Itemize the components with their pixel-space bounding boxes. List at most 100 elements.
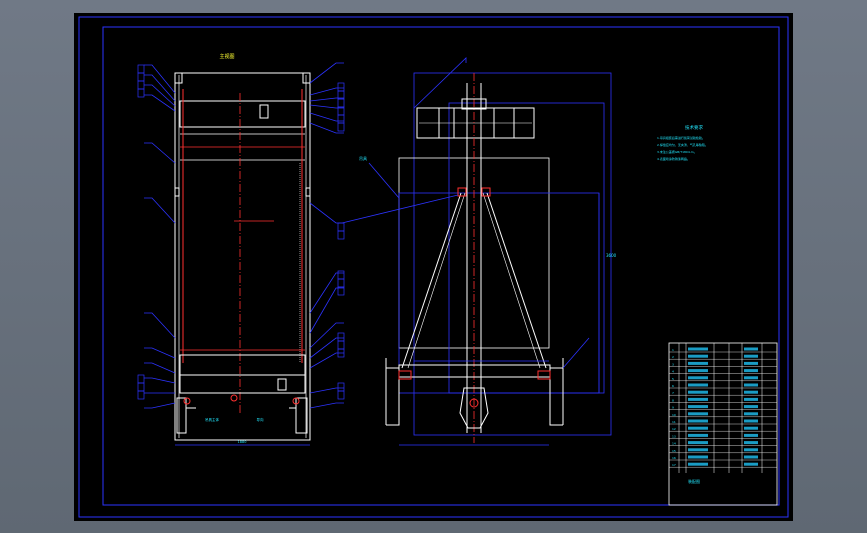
title-block-cell-text [688,405,708,409]
title-block-footer: 装配图 [688,478,700,484]
sling-right-b [482,192,541,369]
title-block-row-number: 12 [672,427,676,431]
title-block-cell-text [744,462,758,466]
dim-bottom-left: 1880 [238,440,247,444]
balloon-stack-left [137,64,345,400]
outline-inner [398,192,600,394]
title-block-cell-text [688,448,708,452]
title-block-row-number: 3 [672,362,674,366]
title-block-cell-text [744,441,758,445]
leaders-right [309,62,344,409]
notes-line: 2.焊缝应均匀，无夹渣、气孔等缺陷。 [657,142,708,147]
bottom-beam-base [179,374,306,394]
title-block-cell-text [744,390,758,394]
title-block-cell-text [744,419,758,423]
top-beam-slot [259,104,269,119]
side-view-label: 吊具 [359,155,367,161]
outer-border [78,16,789,518]
title-block-cell-text [688,361,708,365]
title-block-cell-text [744,369,758,373]
spreader-pad-right [537,370,551,380]
title-block-cell-text [744,448,758,452]
spreader-beam [398,364,551,378]
title-block-cell-text [744,426,758,430]
sling-right-a [486,192,547,369]
title-block-cell-text [688,426,708,430]
sling-block-left [457,187,467,197]
leaders-left [144,64,176,409]
title-block-row-number: 2 [672,355,674,359]
spreader-end-right [549,367,563,426]
bottom-slot [277,378,287,391]
technical-notes: 技术要求 1.吊具组装后需进行载荷试验检验。 2.焊缝应均匀，无夹渣、气孔等缺陷… [657,124,708,161]
title-block-cell-text [744,455,758,459]
title-block-row-number: 17 [672,463,676,467]
corner-top-left [174,72,183,84]
dim-right-vertical: 3600 [606,253,617,258]
title-block-row-number: 9 [672,406,674,410]
notes-heading: 技术要求 [685,124,703,131]
title-block-cell-text [688,455,708,459]
notes-line: 3.未注公差按GB/T1804-m。 [657,149,697,154]
leader-sling [341,194,459,224]
label-bottom-b: 导向 [257,417,265,422]
title-block-row-number: 16 [672,456,676,460]
title-block-row-number: 1 [672,348,674,352]
drawing-sheet: 主视图 [74,13,793,521]
guide-left [174,187,180,197]
title-block-cell-text [688,390,708,394]
leader-top [413,57,467,109]
title-block-cell-text [744,405,758,409]
title-block-row-number: 7 [672,391,674,395]
inner-border [102,26,780,506]
title-block-row-number: 15 [672,449,676,453]
title-block-cell-text [688,347,708,351]
mast-head [461,98,487,110]
title-block-cell-text [744,347,758,351]
title-block-row-number: 4 [672,370,674,374]
notes-line: 4.表面喷涂防锈漆两遍。 [657,156,690,161]
front-view: 主视图 [137,53,345,446]
title-block-row-number: 11 [672,420,676,424]
foot-left [176,397,196,434]
title-block-cell-text [688,354,708,358]
pin-center [230,394,238,402]
title-block-cell-text [744,376,758,380]
title-block-cell-text [744,361,758,365]
title-block-cell-text [744,383,758,387]
label-bottom-a: 吊具主体 [205,417,219,422]
guide-right [305,187,311,197]
title-block-row-number: 8 [672,398,674,402]
sling-block-right [481,187,491,197]
title-block-cell-text [688,383,708,387]
title-block-cell-text [744,433,758,437]
title-block-cell-text [688,412,708,416]
pin-left [183,397,191,405]
outline-large [413,72,612,436]
spreader-pad-left [398,370,412,380]
title-block-cell-text [744,412,758,416]
hook-pin [469,398,479,408]
bottom-beam [179,354,306,376]
bottom-hook [459,387,489,429]
title-block-cell-text [688,441,708,445]
foot-right [289,397,308,434]
top-beam [179,100,306,128]
front-view-title: 主视图 [219,53,234,60]
outline-deep [448,102,605,394]
notes-line: 1.吊具组装后需进行载荷试验检验。 [657,135,705,140]
cad-drawing: 主视图 [78,16,789,518]
title-block-row-number: 6 [672,384,674,388]
title-block-row-number: 13 [672,434,676,438]
title-block-cell-text [688,419,708,423]
leader-end [562,337,590,369]
title-block-row-number: 10 [672,413,676,417]
top-tray [416,107,535,139]
side-label-leader [368,162,400,199]
side-view: 3600 吊具 [341,57,617,446]
title-block-cell-text [688,376,708,380]
title-block-cell-text [688,369,708,373]
spreader-end-left [386,367,400,426]
